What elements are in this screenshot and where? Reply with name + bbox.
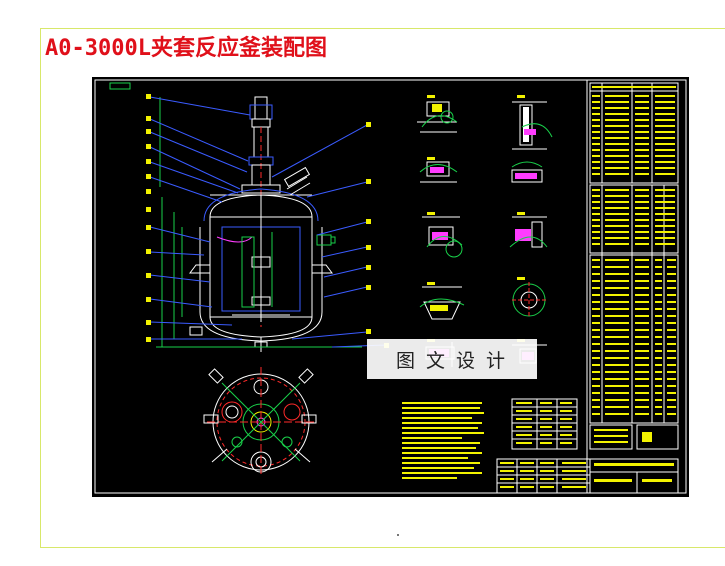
detail-1 (417, 101, 458, 133)
detail-9 (512, 282, 546, 318)
small-tag-box (109, 82, 131, 90)
parts-list-rows (500, 86, 676, 488)
detail-8 (509, 216, 548, 248)
stray-dot (397, 534, 399, 536)
outer-frame (40, 28, 725, 548)
detail-2 (419, 161, 458, 183)
detail-6 (512, 101, 553, 150)
design-data-values (516, 402, 572, 444)
technical-notes (402, 402, 484, 479)
detail-4 (419, 286, 465, 320)
detail-3 (422, 216, 463, 258)
watermark-banner: 图文设计 (367, 339, 537, 379)
cad-drawing-canvas (94, 79, 687, 494)
reactor-elevation-view (149, 96, 388, 352)
detail-7 (511, 161, 543, 183)
cad-drawing-sheet: 图文设计 (92, 77, 689, 497)
sheet-border (94, 79, 687, 494)
reactor-plan-view (203, 367, 317, 477)
parts-list-table (496, 80, 679, 494)
detail-views (417, 95, 553, 367)
design-data-table (511, 398, 578, 450)
drawing-title: A0-3000L夹套反应釜装配图 (45, 36, 327, 61)
watermark-text: 图文设计 (395, 349, 516, 372)
